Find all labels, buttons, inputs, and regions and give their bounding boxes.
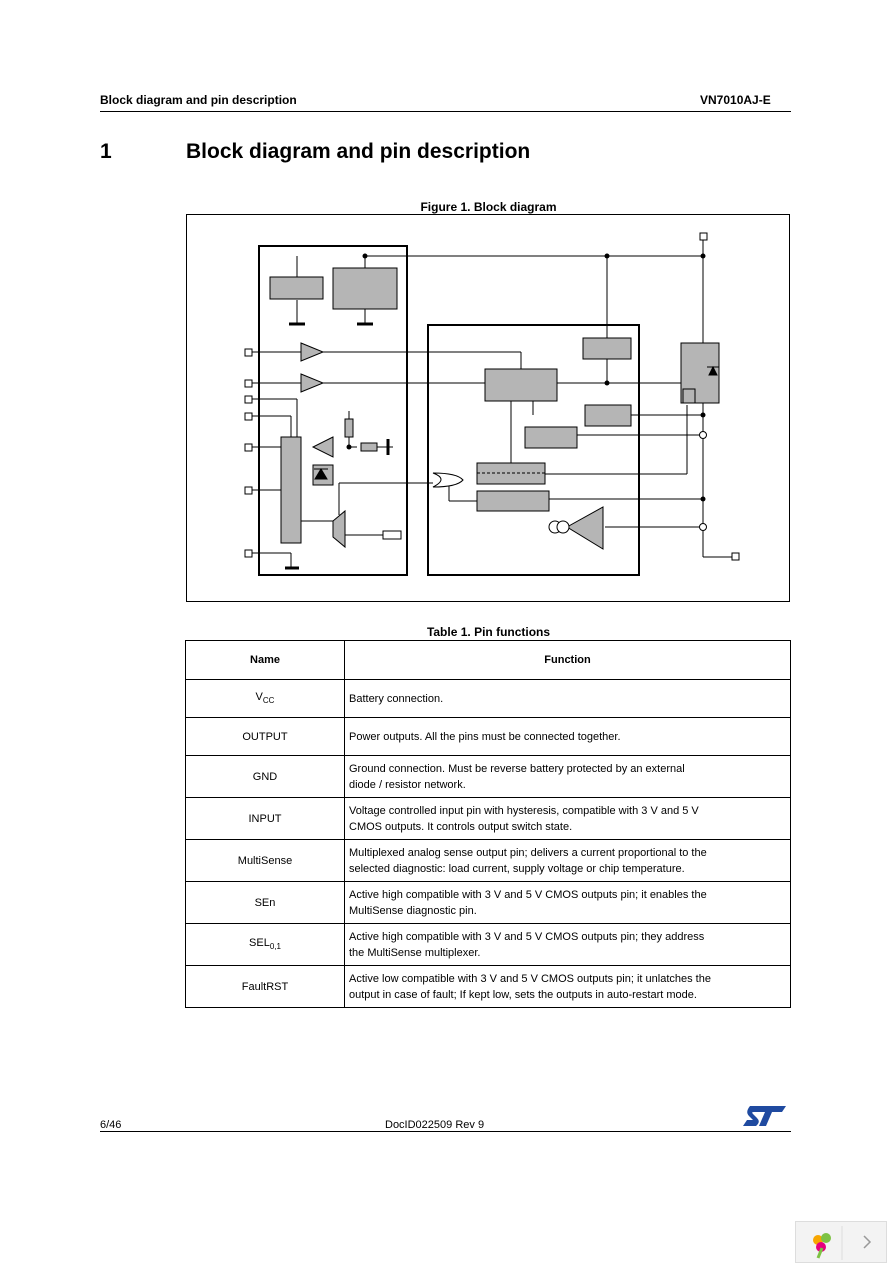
openload-block — [476, 490, 550, 512]
pin-name: FaultRST — [185, 965, 345, 1008]
pin-function: Multiplexed analog sense output pin; del… — [344, 839, 791, 882]
table-row: SEL0,1 Active high compatible with 3 V a… — [185, 923, 791, 966]
pin-name: GND — [185, 755, 345, 798]
mux-block — [280, 436, 302, 544]
name-column-header: Name — [185, 640, 345, 680]
pin-function: Ground connection. Must be reverse batte… — [344, 755, 791, 798]
table-row: MultiSense Multiplexed analog sense outp… — [185, 839, 791, 882]
pin-name: SEn — [185, 881, 345, 924]
pin-function: Voltage controlled input pin with hyster… — [344, 797, 791, 840]
pin-name: OUTPUT — [185, 717, 345, 756]
viewer-logo-icon — [813, 1233, 831, 1259]
vcc-gnd-clamp-block — [269, 276, 324, 300]
vcc-clamp-block — [582, 337, 632, 360]
document-id: DocID022509 Rev 9 — [385, 1119, 485, 1131]
pin-functions-table: Name Function VCC Battery connection. OU… — [185, 640, 791, 1008]
page-number: 6/46 — [100, 1119, 122, 1131]
table-row: OUTPUT Power outputs. All the pins must … — [185, 717, 791, 756]
footer-rule — [100, 1131, 791, 1132]
function-column-header: Function — [344, 640, 791, 680]
table-row: VCC Battery connection. — [185, 679, 791, 718]
logic-block-outline — [258, 245, 408, 576]
sen-buffer — [300, 373, 325, 393]
section-title: Block diagram and pin description — [186, 140, 531, 163]
viewer-nav-widget[interactable] — [795, 1221, 887, 1263]
table-row: SEn Active high compatible with 3 V and … — [185, 881, 791, 924]
pin-function: Power outputs. All the pins must be conn… — [344, 717, 791, 756]
pin-name: MultiSense — [185, 839, 345, 882]
table-header-row: Name Function — [185, 640, 791, 680]
pin-function: Active high compatible with 3 V and 5 V … — [344, 923, 791, 966]
header-rule — [100, 111, 791, 112]
input-buffer — [300, 342, 325, 362]
control-logic-block — [484, 368, 558, 402]
figure-caption: Figure 1. Block diagram — [420, 200, 557, 214]
pin-function: Battery connection. — [344, 679, 791, 718]
running-header-part-number: VN7010AJ-E — [700, 93, 771, 107]
table-row: FaultRST Active low compatible with 3 V … — [185, 965, 791, 1008]
table-caption: Table 1. Pin functions — [426, 625, 551, 639]
block-diagram-drawing — [244, 232, 740, 576]
pin-function: Active high compatible with 3 V and 5 V … — [344, 881, 791, 924]
overtemp-block — [584, 404, 632, 427]
table-row: INPUT Voltage controlled input pin with … — [185, 797, 791, 840]
block-diagram — [186, 214, 790, 602]
section-number: 1 — [100, 140, 112, 163]
control-block-outline — [427, 324, 640, 576]
current-limit-block — [524, 426, 578, 449]
table-row: GND Ground connection. Must be reverse b… — [185, 755, 791, 798]
chevron-right-icon — [863, 1235, 872, 1249]
pin-name: INPUT — [185, 797, 345, 840]
sense-amplifier — [311, 436, 334, 458]
pin-name: SEL0,1 — [185, 923, 345, 966]
running-header-title: Block diagram and pin description — [100, 93, 297, 107]
st-logo — [742, 1104, 788, 1133]
pin-function: Active low compatible with 3 V and 5 V C… — [344, 965, 791, 1008]
undervoltage-block — [332, 267, 398, 310]
pin-name: VCC — [185, 679, 345, 718]
current-sense-amplifier — [566, 506, 604, 550]
